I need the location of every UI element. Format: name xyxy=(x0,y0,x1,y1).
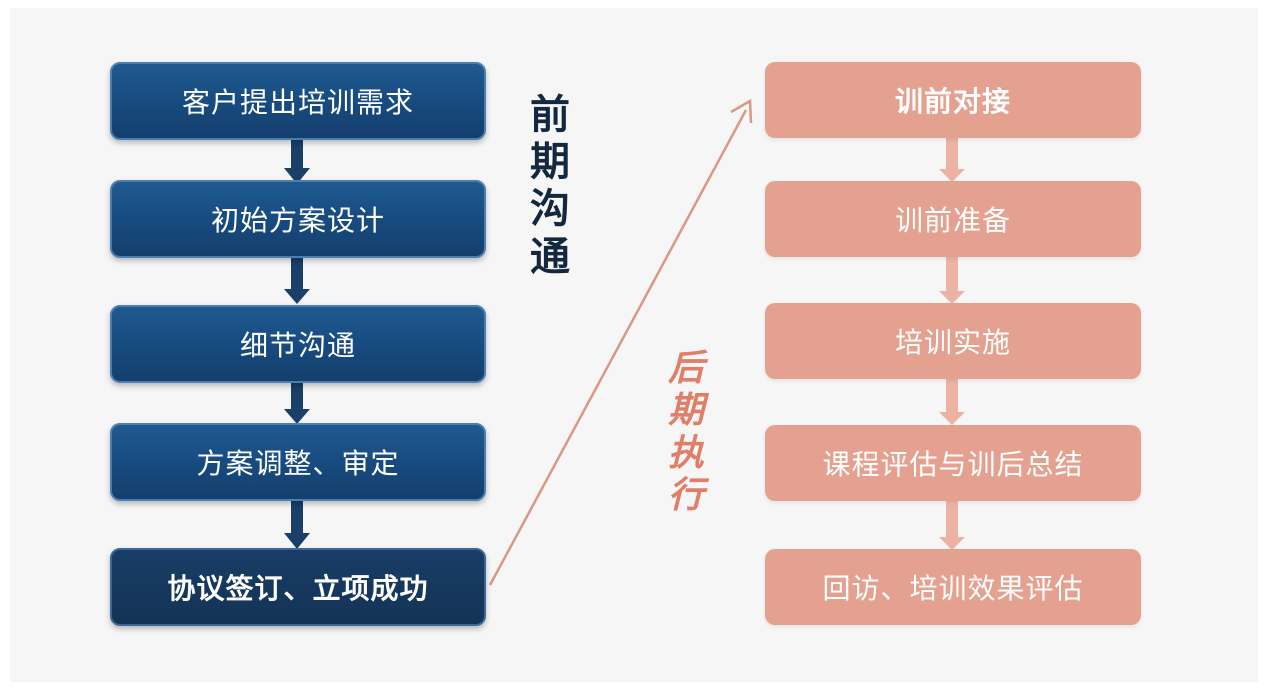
right-step-5: 回访、培训效果评估 xyxy=(765,549,1141,625)
back-label-char-2: 期 xyxy=(668,390,705,432)
front-label-char-4: 通 xyxy=(530,233,570,280)
front-label-char-2: 期 xyxy=(530,139,570,186)
back-label-char-1: 后 xyxy=(668,348,705,389)
right-step-1: 训前对接 xyxy=(765,62,1141,138)
back-label-char-4: 行 xyxy=(668,475,705,517)
left-step-3: 细节沟通 xyxy=(110,305,486,383)
front-label-char-1: 前 xyxy=(530,92,570,138)
front-label-char-3: 沟 xyxy=(530,186,570,233)
left-step-1: 客户提出培训需求 xyxy=(110,62,486,140)
back-label-char-3: 执 xyxy=(668,432,705,474)
front-phase-label: 前 期 沟 通 xyxy=(530,92,570,281)
left-step-2: 初始方案设计 xyxy=(110,180,486,258)
left-step-5: 协议签订、立项成功 xyxy=(110,548,486,626)
back-phase-label: 后 期 执 行 xyxy=(668,348,704,518)
right-step-3: 培训实施 xyxy=(765,303,1141,379)
right-step-4: 课程评估与训后总结 xyxy=(765,425,1141,501)
right-step-2: 训前准备 xyxy=(765,181,1141,257)
left-step-4: 方案调整、审定 xyxy=(110,423,486,501)
